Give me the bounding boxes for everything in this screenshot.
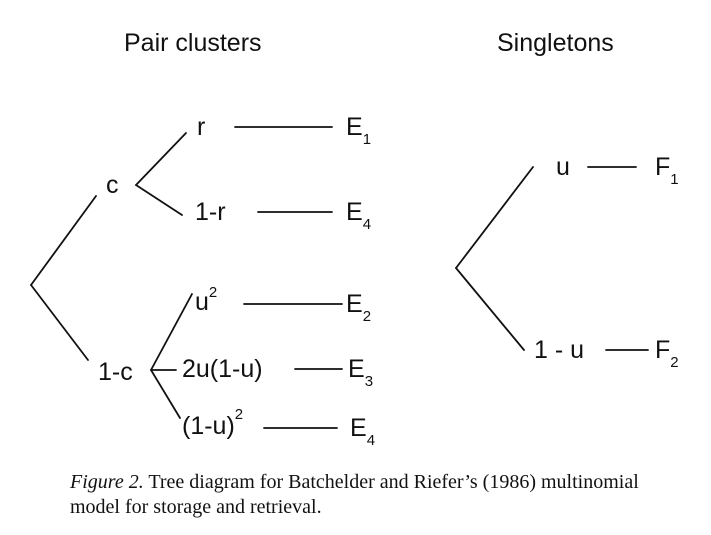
- node-1-u: 1 - u: [534, 336, 584, 364]
- node-1-r: 1-r: [195, 198, 226, 226]
- node-2u-1-u: 2u(1-u): [182, 355, 263, 383]
- node-1-u-squared: (1-u)2: [182, 406, 243, 440]
- outcome-e2: E2: [346, 290, 371, 325]
- outcome-e1: E1: [346, 113, 371, 148]
- edge-root-to-1-c: [30, 284, 89, 361]
- edge-singleton-root-to-1-u: [455, 267, 525, 351]
- edge-singleton-root-to-u: [455, 166, 534, 269]
- edge-c-to-r: [135, 132, 187, 186]
- figure-caption-label: Figure 2.: [70, 471, 144, 493]
- figure-caption-text: Tree diagram for Batchelder and Riefer’s…: [70, 471, 639, 518]
- node-r: r: [197, 113, 205, 141]
- node-1-c: 1-c: [98, 358, 133, 386]
- edge-1-c-to-1-u-sq: [150, 369, 181, 419]
- edge-1-c-to-u2: [150, 293, 193, 371]
- edge-root-to-c: [30, 195, 97, 286]
- singletons-header: Singletons: [497, 29, 614, 57]
- edge-c-to-1-r: [135, 184, 183, 216]
- node-u: u: [556, 153, 570, 181]
- outcome-e4-first: E4: [346, 198, 371, 233]
- outcome-f1: F1: [655, 153, 679, 188]
- outcome-e4-second: E4: [350, 414, 375, 449]
- node-u-squared: u2: [195, 284, 217, 316]
- pair-clusters-header: Pair clusters: [124, 29, 262, 57]
- figure-caption: Figure 2. Tree diagram for Batchelder an…: [70, 470, 690, 520]
- outcome-f2: F2: [655, 336, 679, 371]
- tree-diagram: Pair clusters Singletons c r E1 1-r E4 1…: [30, 29, 679, 449]
- node-c: c: [106, 171, 119, 199]
- outcome-e3: E3: [348, 355, 373, 390]
